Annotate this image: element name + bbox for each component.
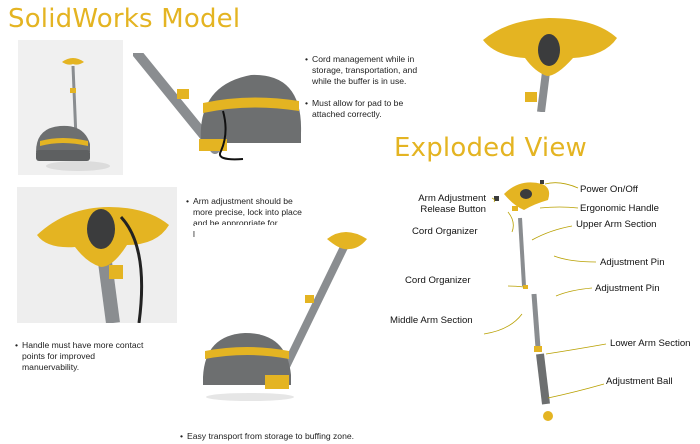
label-cord-organizer-1: Cord Organizer <box>412 226 478 237</box>
label-upper-arm: Upper Arm Section <box>576 219 657 230</box>
label-adjustment-pin-1: Adjustment Pin <box>600 257 665 268</box>
transport-notes: Easy transport from storage to buffing z… <box>180 431 430 442</box>
label-cord-organizer-2: Cord Organizer <box>405 275 471 286</box>
exploded-view-title: Exploded View <box>394 133 588 163</box>
render-transport <box>195 225 375 415</box>
render-handle-closeup <box>17 187 177 323</box>
note-handle: Handle must have more contact points for… <box>15 340 150 373</box>
label-ergonomic: Ergonomic Handle <box>580 203 659 214</box>
label-release-line1: Arm Adjustment <box>418 193 486 204</box>
label-lower-arm: Lower Arm Section <box>610 338 691 349</box>
label-power: Power On/Off <box>580 184 638 195</box>
note-cord-management: Cord management while in storage, transp… <box>305 54 433 87</box>
exploded-drawing <box>490 176 590 426</box>
note-transport: Easy transport from storage to buffing z… <box>180 431 430 442</box>
label-adjustment-pin-2: Adjustment Pin <box>595 283 660 294</box>
handle-notes: Handle must have more contact points for… <box>15 340 150 384</box>
label-adjustment-ball: Adjustment Ball <box>606 376 673 387</box>
cord-notes: Cord management while in storage, transp… <box>305 54 433 131</box>
render-handle-top <box>477 12 622 112</box>
note-pad-attach: Must allow for pad to be attached correc… <box>305 98 433 120</box>
solidworks-model-title: SolidWorks Model <box>8 4 241 34</box>
render-cord-management <box>133 53 303 163</box>
render-full-model <box>18 40 123 175</box>
label-release: Arm Adjustment Release Button <box>390 193 486 215</box>
label-middle-arm: Middle Arm Section <box>390 315 473 326</box>
label-release-line2: Release Button <box>420 204 486 215</box>
